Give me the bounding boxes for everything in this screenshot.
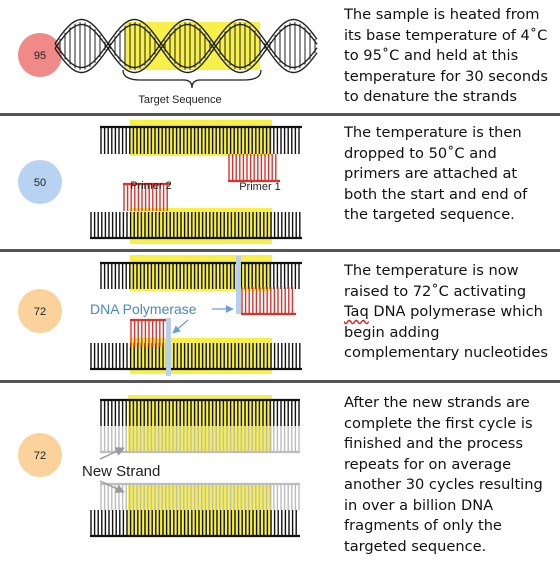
- target-brace: [122, 69, 262, 89]
- step-1-description: The sample is heated from its base tempe…: [344, 6, 548, 105]
- bottom-template-strand: [90, 212, 302, 240]
- step-2-panel: 50 Primer 1 Primer 2: [18, 120, 302, 244]
- step-3-description: The temperature is now raised to 72˚C ac…: [344, 261, 554, 364]
- step-separator: [0, 113, 560, 116]
- polymerase-arrow-down: [172, 319, 189, 334]
- primer-1-label: Primer 1: [239, 181, 281, 193]
- temperature-circle-72: [18, 433, 62, 477]
- temperature-circle-95: [18, 33, 62, 77]
- top-new-strand: [100, 426, 300, 454]
- extending-primer-2: [130, 318, 166, 347]
- step-1-panel: 95 Target Sequence: [18, 18, 318, 106]
- helix-ribbon-edge: [54, 18, 318, 69]
- new-strand-arrow-up: [99, 447, 125, 460]
- helix-ribbon-edge: [54, 23, 318, 74]
- bottom-strand-highlight: [128, 483, 272, 535]
- step-separator: [0, 249, 560, 252]
- step-3-text-after: DNA polymerase which begin adding comple…: [344, 303, 548, 361]
- double-helix: [54, 18, 318, 74]
- helix-ribbon-edge: [54, 18, 318, 69]
- temperature-label-72: 72: [34, 450, 46, 462]
- temperature-label-95: 95: [34, 50, 46, 62]
- polymerase-bar-bottom: [166, 318, 171, 376]
- top-template-strand: [100, 125, 302, 154]
- helix-ribbon-edge: [54, 23, 318, 74]
- polymerase-bar-top: [236, 256, 241, 314]
- temperature-circle-72: [18, 289, 62, 333]
- taq-word: Taq: [344, 303, 369, 320]
- primer-2-label: Primer 2: [130, 180, 172, 192]
- target-highlight: [125, 22, 260, 70]
- extending-primer-1: [241, 287, 296, 316]
- bottom-template-strand: [90, 510, 300, 538]
- bottom-new-strand: [100, 482, 300, 510]
- step-3-text-before: The temperature is now raised to 72˚C ac…: [344, 262, 527, 300]
- primer-1: [228, 154, 280, 183]
- dna-polymerase-label: DNA Polymerase: [90, 301, 197, 317]
- top-strand-highlight: [128, 395, 272, 453]
- step-4-description: After the new strands are complete the f…: [344, 394, 543, 555]
- step-3-panel: 72 DNA Polymerase: [18, 255, 302, 376]
- step-separator: [0, 380, 560, 383]
- new-strand-arrow-down: [99, 480, 125, 493]
- new-strand-label: New Strand: [82, 463, 160, 480]
- bottom-template-strand: [90, 343, 302, 371]
- step-2-description: The temperature is then dropped to 50˚C …: [344, 124, 528, 223]
- temperature-label-50: 50: [34, 177, 46, 189]
- target-sequence-label: Target Sequence: [138, 94, 221, 106]
- primer-2: [123, 182, 170, 211]
- step-4-panel: 72 New Strand: [18, 395, 300, 538]
- temperature-label-72: 72: [34, 306, 46, 318]
- top-template-strand: [100, 398, 300, 426]
- temperature-circle-50: [18, 160, 62, 204]
